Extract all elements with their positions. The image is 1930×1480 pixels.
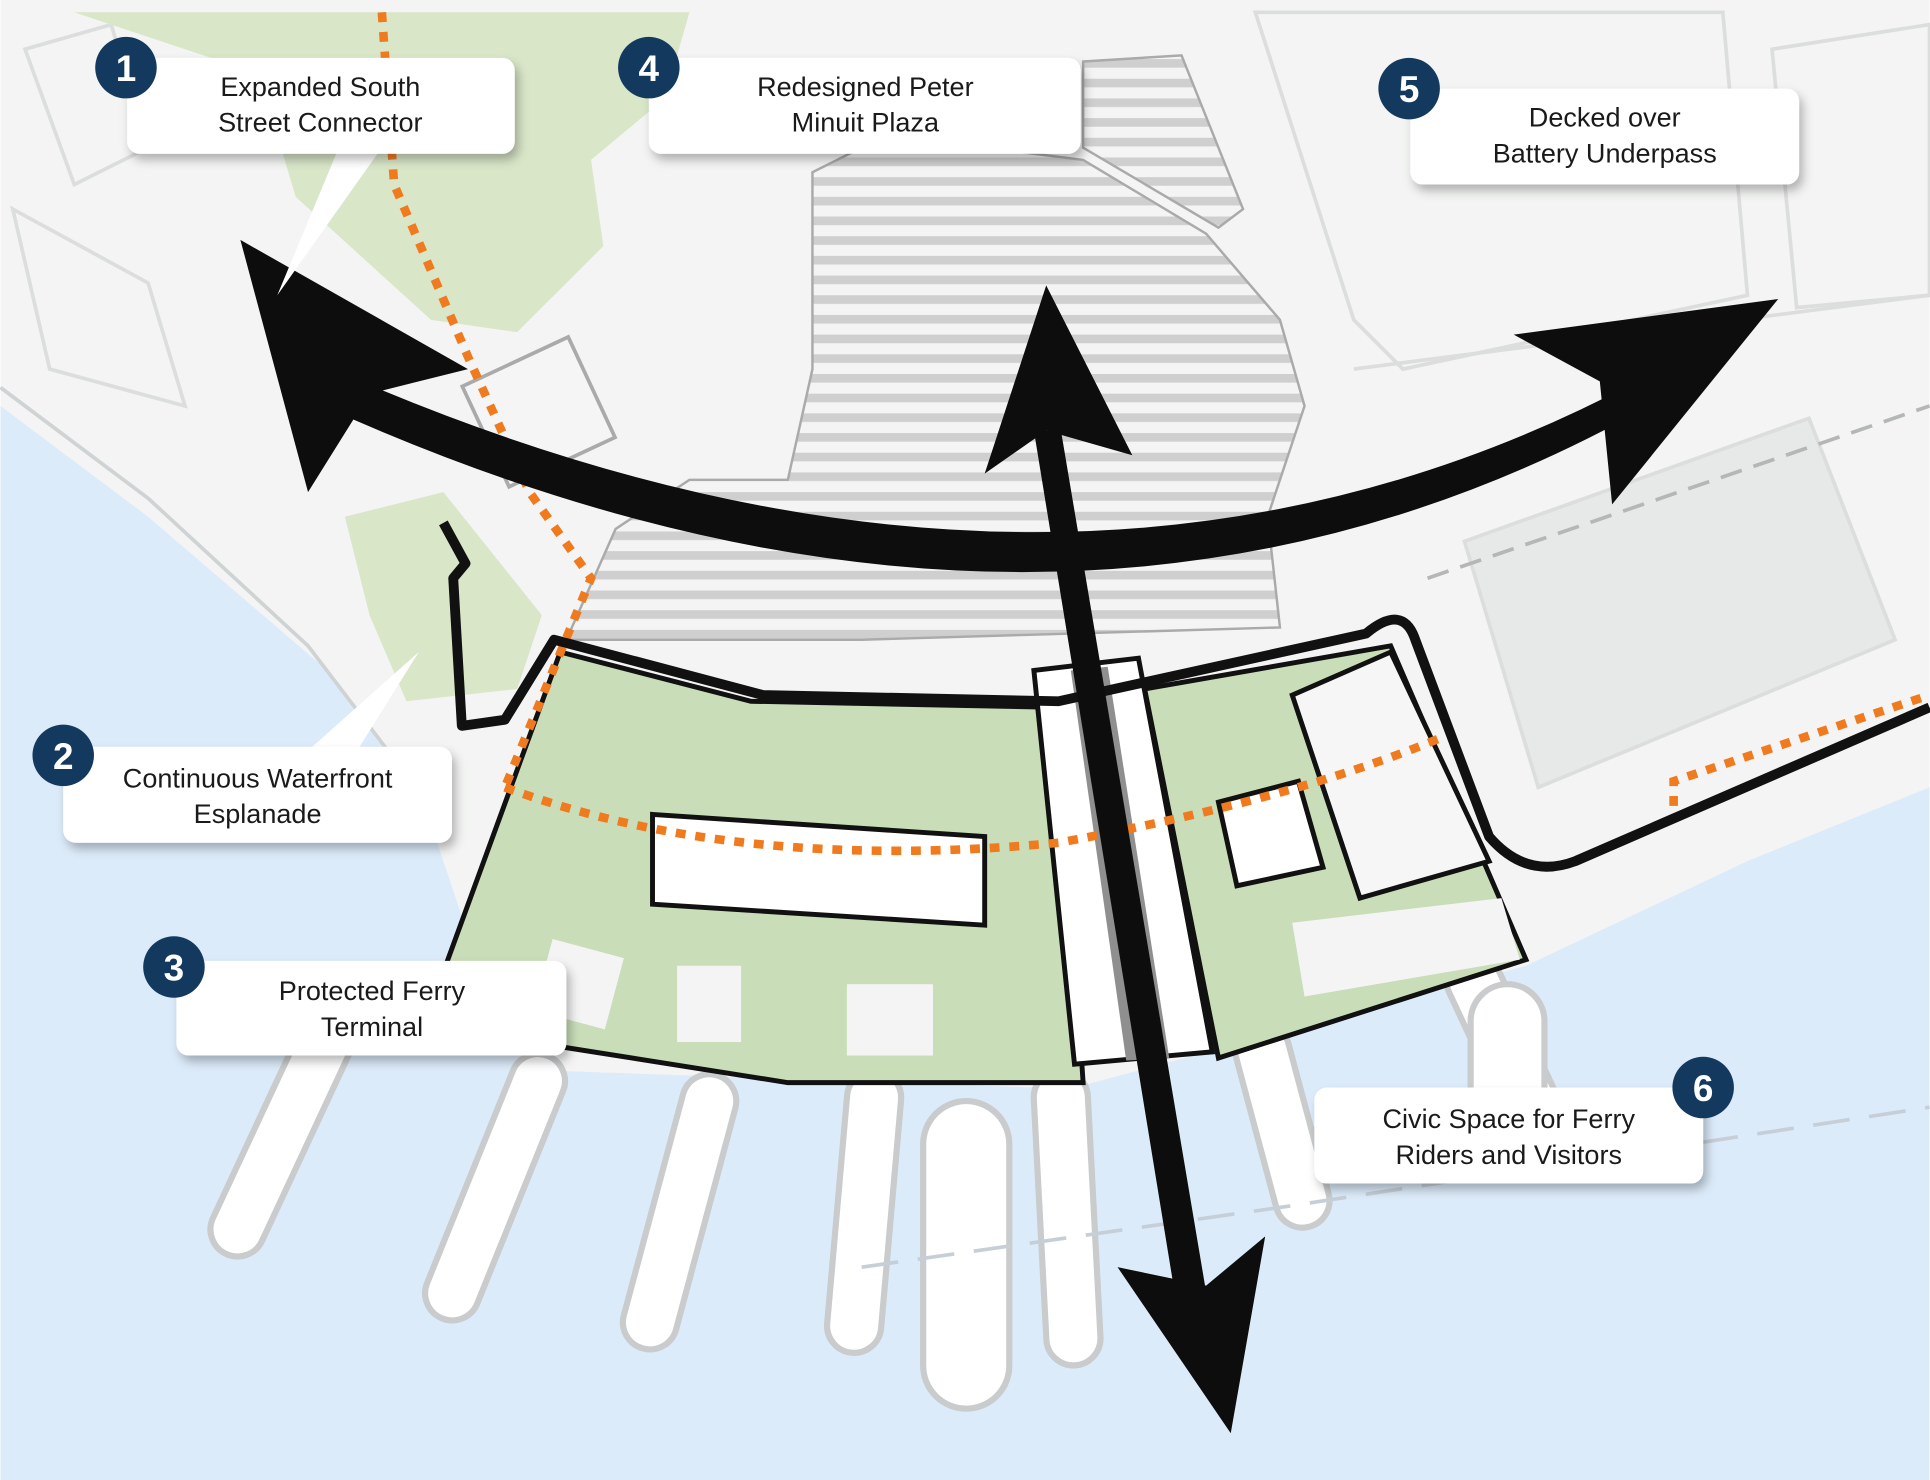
plaza-hatch-north	[1081, 54, 1245, 230]
svg-text:Civic Space for Ferry: Civic Space for Ferry	[1383, 1104, 1636, 1134]
svg-text:Street Connector: Street Connector	[218, 108, 422, 138]
svg-text:Minuit Plaza: Minuit Plaza	[792, 108, 940, 138]
east-west-arrow-shaft	[322, 369, 1650, 573]
svg-text:Decked over: Decked over	[1529, 103, 1681, 133]
channel-line	[861, 1105, 1930, 1269]
esplanade-route-line	[439, 520, 1930, 872]
callout-4: Redesigned Peter Minuit Plaza 4	[618, 36, 1081, 154]
number-badge	[32, 724, 94, 787]
svg-text:2: 2	[53, 736, 74, 777]
number-badge	[1378, 57, 1440, 120]
svg-text:Terminal: Terminal	[321, 1012, 423, 1042]
arrow-head-west	[240, 239, 468, 493]
callout-2: Continuous Waterfront Esplanade 2	[32, 724, 452, 843]
svg-text:Esplanade: Esplanade	[194, 799, 322, 829]
arrow-head-north	[984, 285, 1133, 474]
callout-6: Civic Space for Ferry Riders and Visitor…	[1314, 1056, 1734, 1184]
ferry-boat	[920, 1098, 1013, 1412]
svg-text:Expanded South: Expanded South	[220, 72, 420, 102]
svg-text:4: 4	[639, 48, 660, 89]
svg-text:Battery Underpass: Battery Underpass	[1493, 138, 1717, 168]
callout-1: Expanded South Street Connector 1	[95, 36, 515, 154]
svg-text:6: 6	[1693, 1068, 1714, 1109]
svg-text:Continuous Waterfront: Continuous Waterfront	[123, 763, 393, 793]
callout-3: Protected Ferry Terminal 3	[143, 936, 567, 1056]
number-badge	[95, 36, 157, 99]
svg-text:1: 1	[116, 48, 137, 89]
svg-text:Redesigned Peter: Redesigned Peter	[757, 72, 974, 102]
piers	[207, 950, 1565, 1412]
svg-text:5: 5	[1399, 69, 1420, 110]
connection-arrows	[240, 239, 1779, 1434]
number-badge	[143, 936, 205, 998]
svg-text:Protected Ferry: Protected Ferry	[279, 976, 466, 1006]
north-south-arrow-shaft	[1033, 430, 1213, 1335]
number-badge	[1672, 1056, 1734, 1119]
callout-5: Decked over Battery Underpass 5	[1378, 57, 1800, 185]
svg-text:3: 3	[164, 948, 185, 989]
orange-walking-paths	[377, 11, 1930, 856]
svg-text:Riders and Visitors: Riders and Visitors	[1396, 1140, 1623, 1170]
number-badge	[618, 36, 680, 99]
callout-2-pointer	[308, 652, 419, 751]
arrow-head-east	[1513, 298, 1779, 505]
arrow-head-south	[1117, 1236, 1266, 1434]
